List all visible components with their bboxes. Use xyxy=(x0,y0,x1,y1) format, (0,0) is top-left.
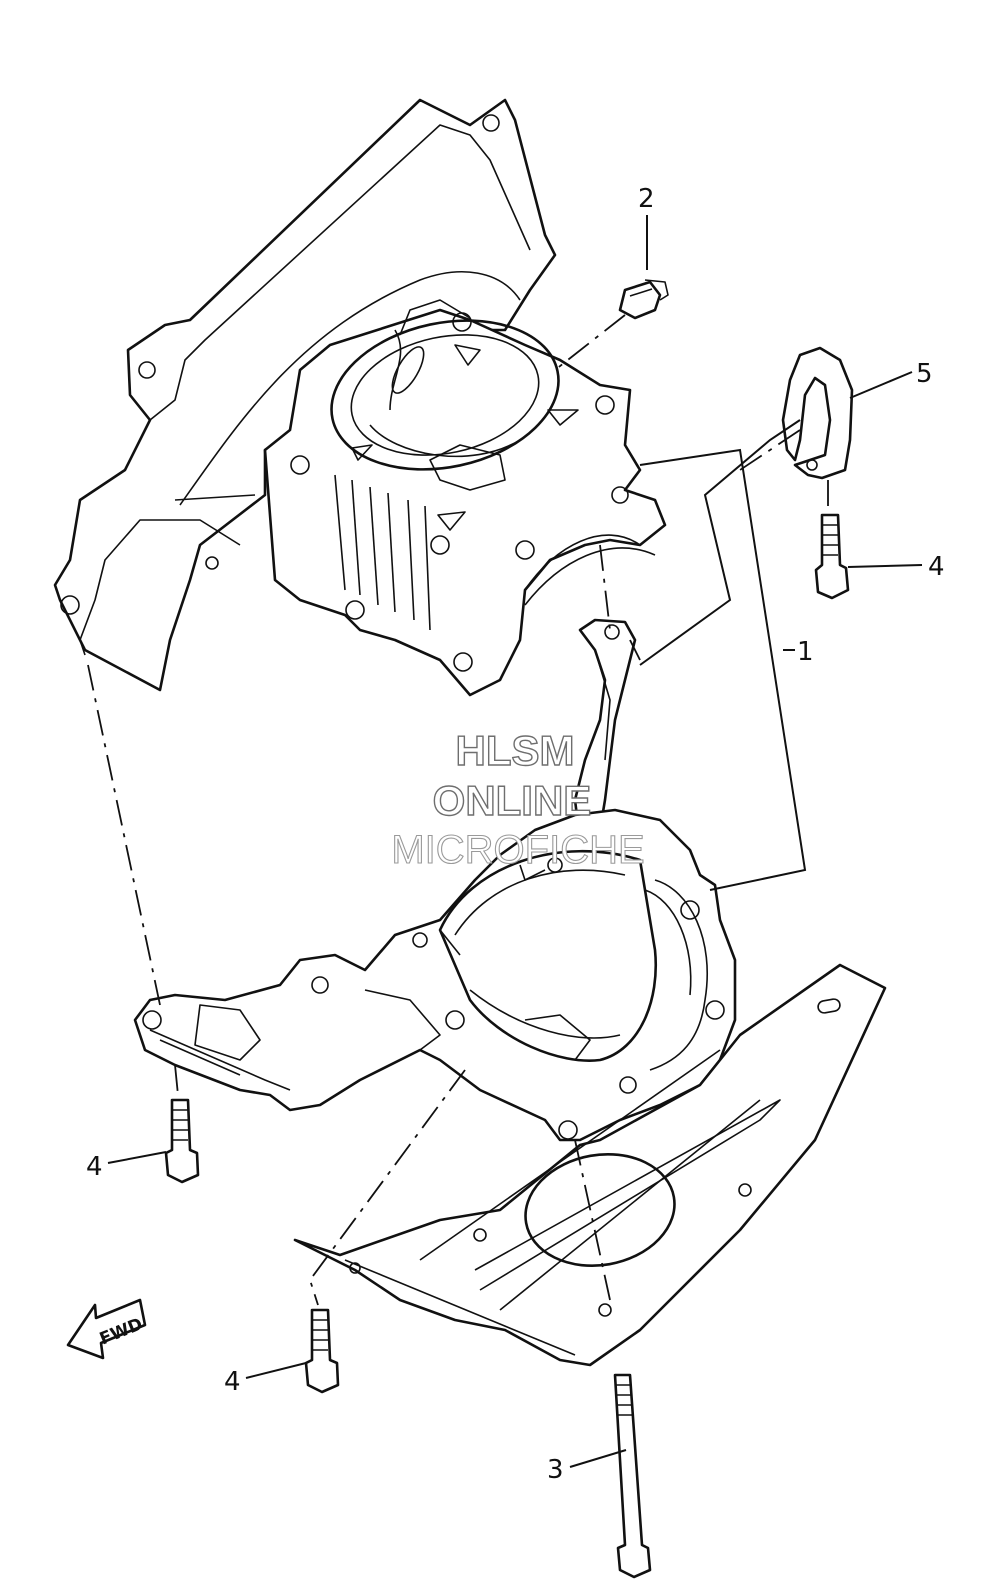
callout-2: 2 xyxy=(638,184,655,214)
callout-4-upper-right: 4 xyxy=(928,552,945,582)
watermark-line-3: MICROFICHE xyxy=(391,828,644,872)
part-3-long-bolt xyxy=(613,1373,652,1579)
watermark-line-2: ONLINE xyxy=(433,777,592,824)
callout-numbers: 2 5 4 1 4 4 3 xyxy=(86,184,945,1485)
callout-4-left: 4 xyxy=(86,1152,103,1182)
callout-3: 3 xyxy=(547,1455,564,1485)
assembly-bracket-1 xyxy=(639,419,807,891)
watermark-line-1: HLSM xyxy=(456,727,575,774)
watermark: HLSM ONLINE MICROFICHE xyxy=(391,726,645,872)
part-4-bolt-upper-right xyxy=(814,513,850,600)
callout-4-lower: 4 xyxy=(224,1367,241,1397)
part-4-bolt-left xyxy=(164,1098,200,1184)
callout-5: 5 xyxy=(916,359,933,389)
fwd-direction-arrow: FWD xyxy=(66,1298,147,1360)
leader-lines xyxy=(107,215,923,1468)
guard-plate xyxy=(293,963,887,1367)
upper-crankcase xyxy=(53,98,667,697)
part-4-bolt-lower xyxy=(304,1308,340,1394)
assembly-dash-lines xyxy=(87,314,829,1306)
callout-1: 1 xyxy=(797,637,814,667)
lower-crankcase xyxy=(133,808,737,1142)
part-2-fitting xyxy=(618,279,669,320)
part-5-clamp xyxy=(781,346,854,480)
